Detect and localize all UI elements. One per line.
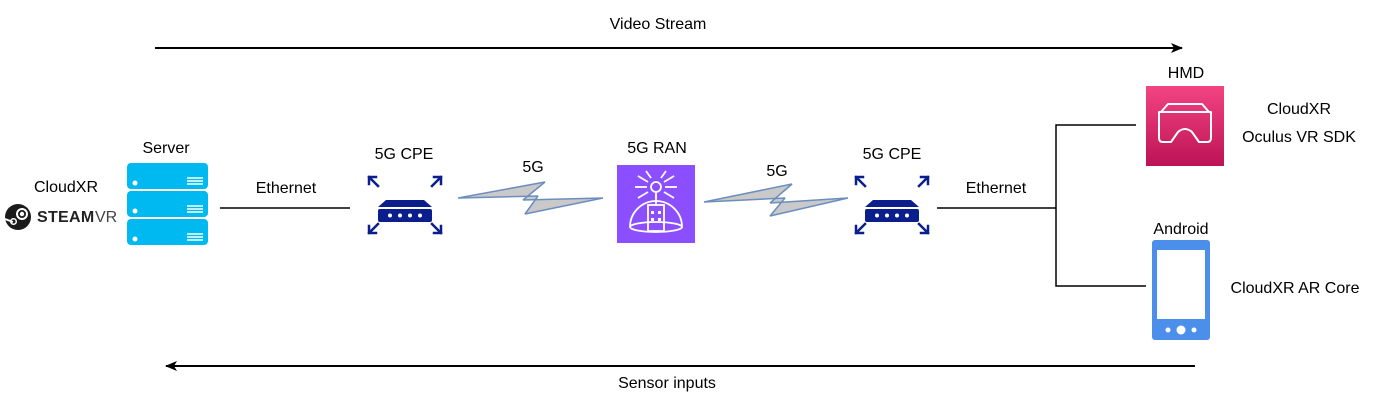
wireless-link-5g-left — [457, 181, 604, 215]
steamvr-logo: STEAM VR — [4, 203, 126, 231]
smartphone-icon — [1152, 240, 1210, 340]
ethernet-label-left: Ethernet — [255, 180, 317, 197]
ethernet-label-right: Ethernet — [965, 180, 1027, 197]
branch-to-hmd — [1055, 124, 1136, 208]
sensor-inputs-label: Sensor inputs — [618, 375, 716, 392]
cpe-right-title: 5G CPE — [862, 146, 922, 163]
5g-label-left: 5G — [522, 159, 544, 176]
vr-headset-icon — [1146, 86, 1224, 166]
vr-wordmark: VR — [95, 209, 118, 226]
server-rack-icon — [127, 163, 208, 245]
cell-tower-dome-icon — [617, 165, 695, 243]
android-software-label: CloudXR AR Core — [1230, 280, 1360, 297]
hmd-software-line1: CloudXR — [1266, 101, 1332, 118]
video-stream-label: Video Stream — [609, 16, 707, 33]
steam-icon — [4, 204, 31, 230]
ran-title: 5G RAN — [627, 140, 687, 157]
cpe-left-title: 5G CPE — [374, 146, 434, 163]
router-icon-left — [367, 175, 443, 235]
server-title: Server — [142, 140, 190, 157]
server-software-label: CloudXR — [33, 179, 99, 196]
router-icon-right — [854, 175, 930, 235]
android-title: Android — [1153, 221, 1209, 238]
steam-wordmark: STEAM — [37, 209, 95, 226]
wireless-link-5g-right — [703, 183, 849, 217]
branch-to-android — [1055, 208, 1146, 287]
hmd-software-line2: Oculus VR SDK — [1242, 129, 1356, 146]
hmd-title: HMD — [1167, 65, 1205, 82]
5g-label-right: 5G — [766, 163, 788, 180]
